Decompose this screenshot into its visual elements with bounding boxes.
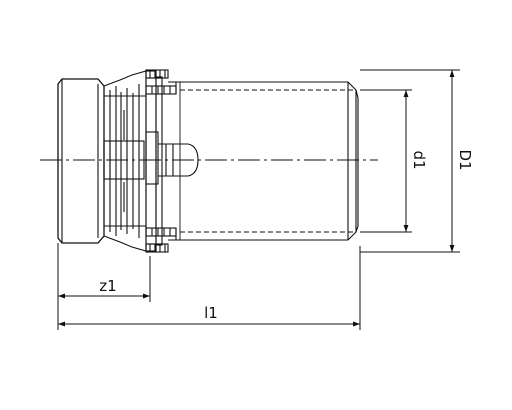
dim-label-D1: D1 bbox=[456, 149, 474, 170]
dimension-l1 bbox=[58, 246, 361, 330]
dimension-D1 bbox=[360, 69, 460, 253]
end-cap bbox=[57, 78, 105, 244]
dimension-z1 bbox=[57, 243, 151, 330]
dim-label-z1: z1 bbox=[99, 277, 116, 295]
dimension-d1 bbox=[360, 89, 412, 233]
dim-label-d1: d1 bbox=[410, 150, 428, 169]
clamp-ring bbox=[145, 70, 163, 252]
dim-label-l1: l1 bbox=[204, 304, 218, 322]
insert-spigot bbox=[103, 131, 199, 185]
pipe bbox=[168, 81, 359, 241]
bottom-ring bbox=[145, 227, 177, 253]
fitting-body bbox=[57, 69, 359, 253]
inner-bore bbox=[180, 89, 356, 233]
top-ring bbox=[145, 69, 177, 95]
collar bbox=[103, 70, 147, 252]
